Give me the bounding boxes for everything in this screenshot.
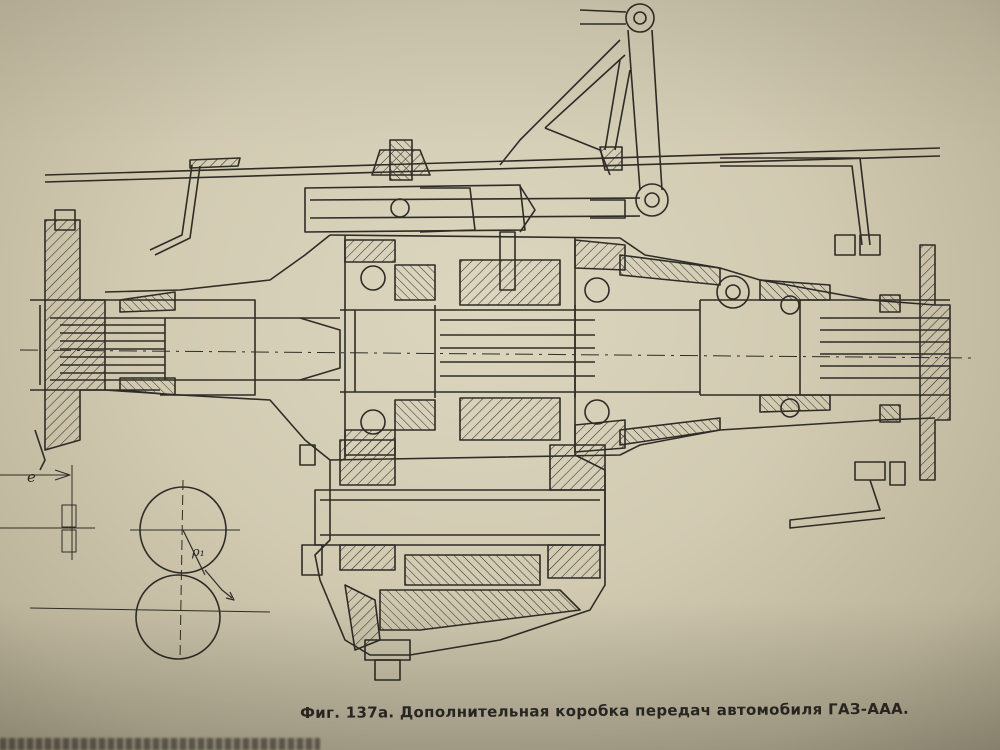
next-page-text-fragment <box>0 738 320 750</box>
main-shaft-gears <box>340 259 700 441</box>
dimension-label-e: e <box>27 468 36 486</box>
upper-linkage-rods <box>44 147 941 256</box>
center-axis-line <box>19 349 976 359</box>
dimension-marks <box>0 465 95 560</box>
gear-mesh-schematic <box>29 479 271 661</box>
countershaft-housing <box>299 439 606 681</box>
output-flange <box>789 234 951 529</box>
input-shaft <box>50 299 341 396</box>
output-shaft <box>699 275 950 418</box>
shift-lever-arm <box>499 3 669 217</box>
radius-label-rho: ρ₁ <box>191 545 205 560</box>
